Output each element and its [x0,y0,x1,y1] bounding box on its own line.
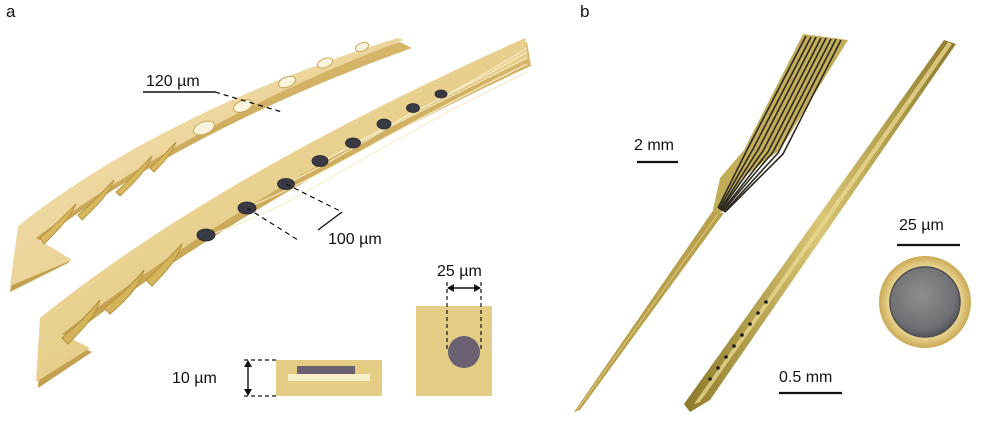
electrode-pitch-callout: 100 µm [246,183,382,248]
pitch-dash-2 [246,207,299,241]
zoomed-electrode [748,322,752,326]
diameter-arrowhead-left [447,284,454,292]
through-hole [193,120,215,136]
slit [103,269,145,315]
full-probe-micrograph [574,34,848,412]
mesh-slits-back [39,141,177,245]
slit [39,203,77,245]
electrode [434,89,448,99]
zoomed-electrode [764,300,768,304]
mesh-slits-front [61,242,184,345]
thickness-arrowhead-bottom [244,389,252,396]
electrode [196,228,216,242]
hole-spacing-dash [214,91,283,113]
through-holes [193,41,370,136]
zoomed-shank-micrograph [684,40,956,412]
zoomed-electrode [708,377,712,381]
slit [77,179,115,221]
electrode [345,137,361,149]
hole-spacing-label: 120 µm [146,73,200,90]
probe-shank-trace [576,213,719,411]
fan-trace [717,35,807,209]
probe-pad-fan [712,34,848,214]
through-hole [316,57,334,69]
scale-bar-05mm: 0.5 mm [779,369,842,395]
zoomed-electrode [740,333,744,337]
fan-trace [719,36,817,211]
zoomed-electrode [732,344,736,348]
top-view-inset: 25 µm [416,263,492,396]
zoomed-shank-electrodes [708,300,768,381]
slit [61,299,101,345]
fan-trace [724,39,842,213]
panel-a: a 120 µm [6,2,531,397]
zoomed-electrode [756,311,760,315]
scale-25um-label: 25 µm [899,217,944,234]
electrode [376,118,392,130]
front-shank-body [36,38,528,382]
scale-bar-2mm: 2 mm [634,137,678,164]
electrode [311,155,329,167]
fan-trace [722,38,832,212]
fan-trace [721,37,827,212]
front-shank [36,38,531,388]
back-shank [10,38,412,292]
fan-trace [723,38,837,213]
slit [145,242,184,287]
through-hole [277,75,297,89]
trace [285,57,528,185]
film-thickness-label: 10 µm [172,370,217,387]
fan-trace [718,36,812,210]
electrode-gray-disc [890,267,960,337]
zoomed-electrode [716,366,720,370]
zoomed-electrode [724,355,728,359]
electrode [406,103,420,113]
electrode-pitch-label: 100 µm [328,231,382,248]
cross-section-electrode [297,366,355,374]
trace [353,47,528,145]
slit [115,155,153,197]
back-shank-body [10,38,404,286]
cross-section-inset: 10 µm [172,359,382,397]
top-view-electrode [448,336,480,368]
pitch-bar [317,211,343,231]
through-hole [233,99,253,113]
thickness-arrowhead-top [244,360,252,367]
electrode-diameter-label: 25 µm [437,263,482,280]
diameter-arrowhead-right [474,284,481,292]
through-hole [354,41,370,53]
scale-bar-25um: 25 µm [897,217,960,247]
scale-2mm-label: 2 mm [634,137,674,154]
panel-b: b 2 mm [574,2,971,412]
pitch-dash-1 [285,183,343,213]
slit [149,141,177,173]
probe-fan-traces [717,35,842,213]
trace [205,71,528,237]
scale-05mm-label: 0.5 mm [779,369,832,386]
panel-a-letter: a [6,2,16,21]
cross-section-trace-layer [288,374,370,381]
panel-b-letter: b [580,2,589,21]
fan-trace [720,37,822,211]
back-shank-edge [10,42,412,292]
hole-spacing-callout: 120 µm [143,73,283,113]
electrode-micrograph [879,256,971,348]
electrode-disc-rim [889,266,961,338]
